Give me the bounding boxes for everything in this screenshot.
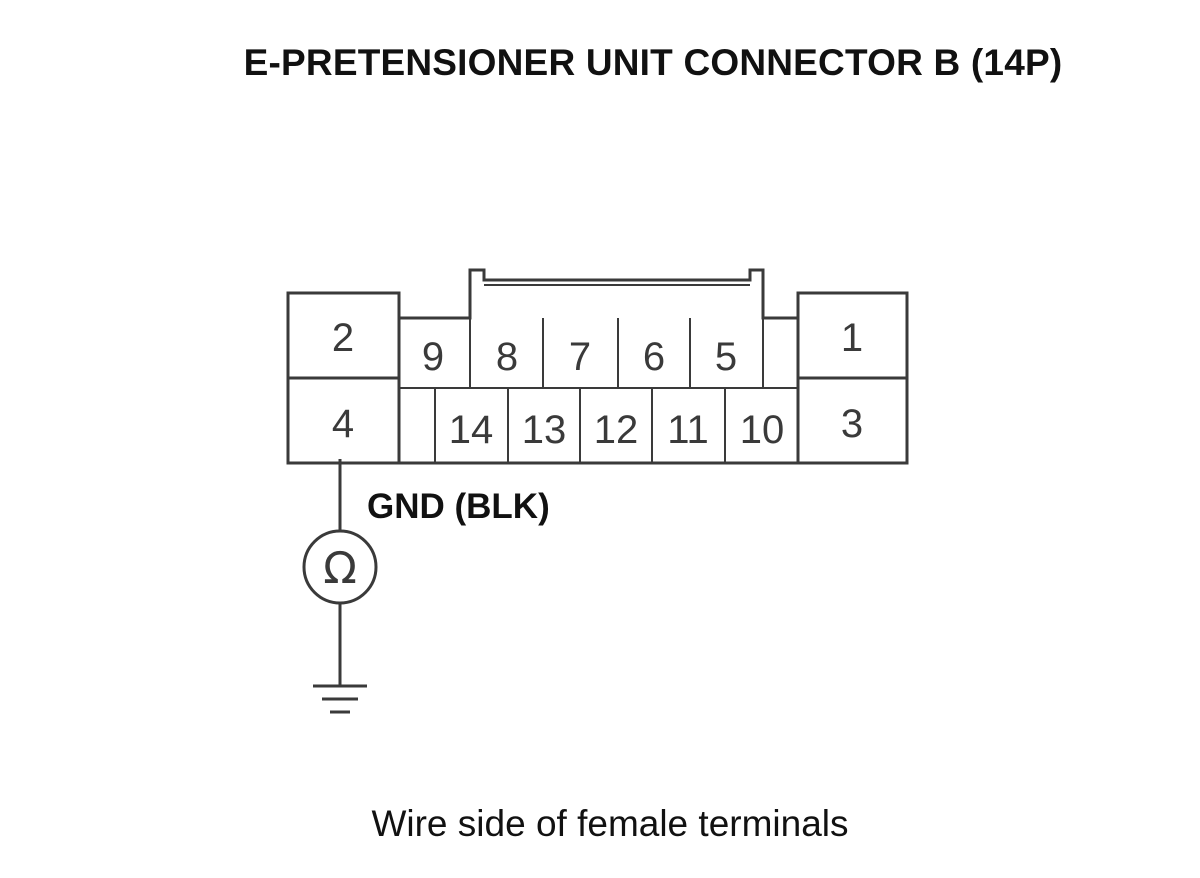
ohmmeter-icon: Ω (302, 529, 378, 605)
terminal-14: 14 (449, 408, 494, 452)
terminal-12: 12 (594, 408, 639, 452)
terminal-11: 11 (667, 408, 709, 452)
probe-circuit: Ω (302, 459, 378, 714)
probe-label: GND (BLK) (367, 487, 550, 526)
terminal-10: 10 (740, 408, 785, 452)
terminal-labels: 2 9 8 7 6 5 1 4 14 13 12 11 10 3 (332, 316, 863, 452)
terminal-6: 6 (643, 335, 665, 379)
terminal-1: 1 (841, 316, 863, 360)
diagram-title: E-PRETENSIONER UNIT CONNECTOR B (14P) (243, 42, 1063, 83)
terminal-3: 3 (841, 402, 863, 446)
ohmmeter-symbol: Ω (323, 543, 357, 594)
terminal-8: 8 (496, 335, 518, 379)
ground-icon (313, 684, 367, 714)
terminal-4: 4 (332, 402, 354, 446)
terminal-2: 2 (332, 316, 354, 360)
terminal-5: 5 (715, 335, 737, 379)
diagram-caption: Wire side of female terminals (371, 803, 849, 844)
terminal-9: 9 (422, 335, 444, 379)
connector-housing (286, 268, 909, 465)
terminal-13: 13 (522, 408, 567, 452)
terminal-7: 7 (569, 335, 591, 379)
